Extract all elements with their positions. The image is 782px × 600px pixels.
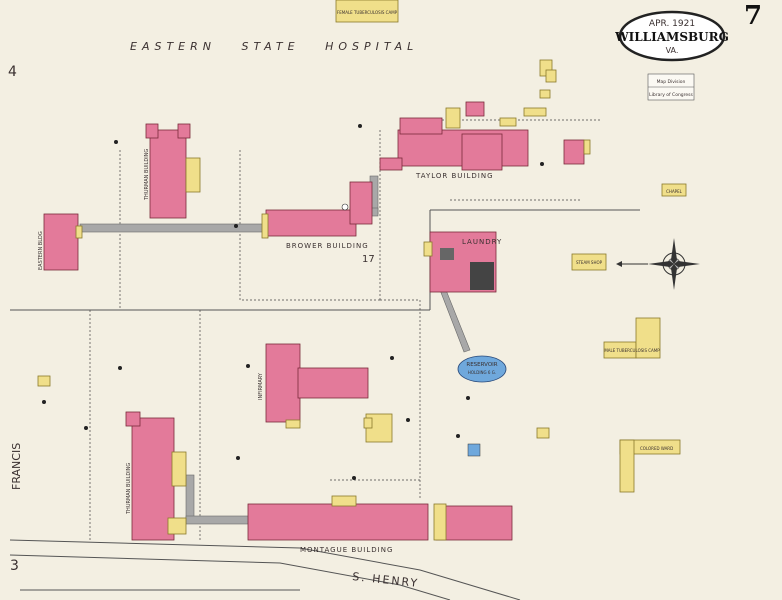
block-number: 17 <box>362 254 375 265</box>
label-reservoir: RESERVOIR <box>466 362 497 368</box>
label-colored-ward: COLORED WARD <box>640 446 673 451</box>
label-reservoir-sub: HOLDING 6 G. <box>468 370 496 375</box>
title-block: APR. 1921 WILLIAMSBURG VA. <box>614 10 729 62</box>
building-taylor <box>379 59 557 171</box>
label-chapel: CHAPEL <box>666 189 682 194</box>
sheet-number: 7 <box>744 1 762 31</box>
outbuildings-right <box>536 139 687 493</box>
reservoir <box>457 355 507 383</box>
main-title: EASTERN STATE HOSPITAL <box>130 40 418 53</box>
label-eastern: EASTERN BLDG <box>38 231 44 270</box>
tree-markers <box>42 124 544 480</box>
compass-rose <box>616 238 700 290</box>
label-infirmary: INFIRMARY <box>258 372 264 400</box>
building-thurman-upper <box>145 123 201 219</box>
building-thurman-lower <box>125 411 187 541</box>
title-date: APR. 1921 <box>649 19 695 29</box>
building-infirmary <box>265 343 369 429</box>
label-taylor: TAYLOR BUILDING <box>415 172 494 180</box>
title-state: VA. <box>666 46 679 55</box>
label-steam-shop: STEAM SHOP <box>576 260 603 265</box>
library-stamp: Map Division Library of Congress <box>647 73 695 101</box>
building-eastern <box>43 213 83 271</box>
label-montague: MONTAGUE BUILDING <box>300 546 393 554</box>
label-female-tub: FEMALE TUBERCULOSIS CAMP <box>337 10 398 15</box>
title-town: WILLIAMSBURG <box>614 30 729 44</box>
misc-structures <box>37 0 481 457</box>
building-brower <box>261 181 373 239</box>
library-stamp-line2: Library of Congress <box>649 92 693 98</box>
grid-number-4: 4 <box>8 64 17 80</box>
library-stamp-line1: Map Division <box>657 79 686 85</box>
building-laundry <box>423 231 497 293</box>
outbuilding-middle <box>363 413 393 443</box>
street-francis: FRANCIS <box>10 443 23 490</box>
label-brower: BROWER BUILDING <box>286 242 369 250</box>
label-thurman-lower: THURMAN BUILDING <box>126 463 132 515</box>
label-thurman-upper: THURMAN BUILDING <box>144 149 150 201</box>
label-laundry: LAUNDRY <box>462 238 502 246</box>
label-male-tub: MALE TUBERCULOSIS CAMP <box>604 348 660 353</box>
building-montague <box>247 495 513 541</box>
grid-number-3: 3 <box>10 558 19 574</box>
